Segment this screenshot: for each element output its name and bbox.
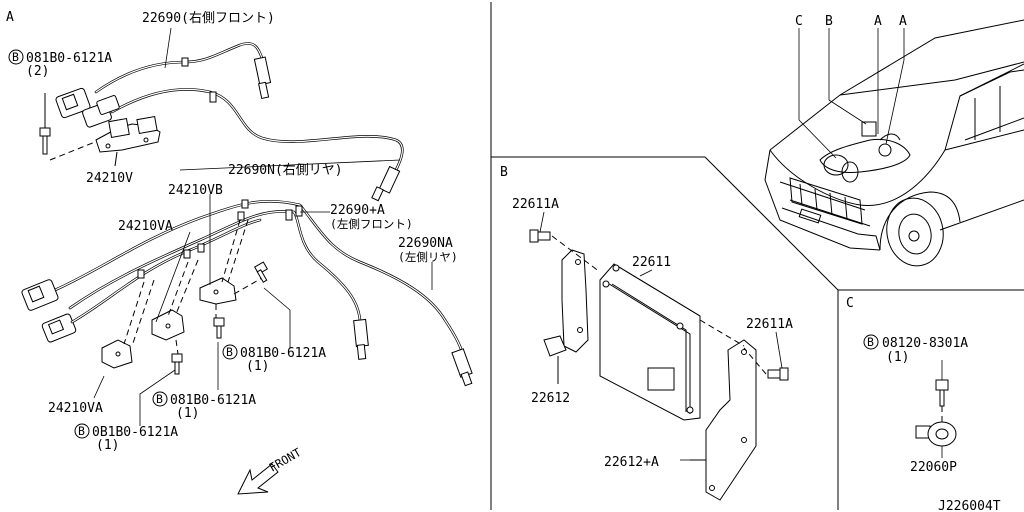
bolt-symbol-1-letter: B — [12, 50, 19, 64]
section-c-labels: B 08120-8301A (1) 22060P — [863, 334, 968, 475]
label-22612a: 22612+A — [604, 455, 659, 470]
section-a-labels: 22690(右側フロント) B 081B0-6121A (2) 24210V 2… — [8, 11, 458, 475]
harness-22690a-left-front — [68, 210, 369, 360]
label-22690n: 22690N(右側リヤ) — [228, 163, 343, 178]
label-bolt3-number: 081B0-6121A — [170, 393, 256, 408]
label-22611a-right: 22611A — [746, 317, 793, 332]
label-front: FRONT — [267, 445, 304, 474]
section-b-label: B — [500, 165, 508, 180]
bracket-24210v — [95, 115, 161, 167]
vehicle-label-a2: A — [899, 14, 907, 29]
leader-lines-a — [93, 27, 433, 426]
label-24210va-top: 24210VA — [118, 219, 173, 234]
bolt-a1 — [39, 93, 96, 161]
bolt-symbol-2-letter: B — [226, 345, 233, 359]
bolt-c — [935, 360, 949, 424]
vehicle-labels: C B A A — [795, 14, 907, 29]
label-22690a-sub: (左側フロント) — [330, 217, 413, 231]
diagram-code: J226004T — [938, 499, 1001, 512]
section-b-drawing — [529, 211, 789, 501]
knock-sensor-22060p — [915, 421, 957, 458]
bracket-22612 — [543, 249, 589, 384]
bolt-symbol-c-icon — [863, 334, 879, 350]
front-arrow-icon — [237, 463, 279, 495]
section-a-label: A — [6, 10, 14, 25]
label-bolt4-qty: (1) — [96, 438, 119, 453]
label-22060p: 22060P — [910, 460, 957, 475]
fitting-lines-a — [123, 219, 263, 355]
label-24210vb: 24210VB — [168, 183, 223, 198]
ecm-unit-22611 — [599, 263, 701, 421]
bracket-22612a — [690, 339, 757, 501]
label-bolt2-qty: (1) — [246, 359, 269, 374]
harness-22690na-left-rear — [53, 199, 473, 387]
label-bolt-c-qty: (1) — [886, 350, 909, 365]
label-22611: 22611 — [632, 255, 671, 270]
harness-22690n-right-rear — [110, 88, 404, 202]
label-24210v: 24210V — [86, 171, 133, 186]
bracket-24210va-upper — [151, 309, 185, 341]
vehicle-label-c: C — [795, 14, 803, 29]
section-c-drawing — [915, 360, 957, 458]
section-a-drawing — [21, 27, 473, 495]
bolt-symbol-3-letter: B — [156, 392, 163, 406]
vehicle-label-a1: A — [874, 14, 882, 29]
label-22611a-top: 22611A — [512, 197, 559, 212]
harness-22690-right-front — [94, 42, 272, 100]
section-b-labels: 22611A 22611 22611A 22612 22612+A — [512, 197, 793, 470]
bolt-symbol-4-letter: B — [78, 424, 85, 438]
bolt-symbol-c-letter: B — [867, 335, 874, 349]
bolt-symbol-4-icon — [74, 423, 90, 439]
label-bolt4-number: 0B1B0-6121A — [92, 425, 178, 440]
bolts-a — [171, 261, 269, 375]
bolt-symbol-3-icon — [152, 391, 168, 407]
label-bolt2-number: 081B0-6121A — [240, 346, 326, 361]
panel-dividers — [490, 2, 1024, 510]
bolt-symbol-1-icon — [8, 49, 24, 65]
label-22690na-sub: (左側リヤ) — [398, 250, 458, 264]
vehicle-label-b: B — [825, 14, 833, 29]
label-bolt1-qty: (2) — [26, 64, 49, 79]
label-bolt3-qty: (1) — [176, 406, 199, 421]
label-22612: 22612 — [531, 391, 570, 406]
label-22690a: 22690+A — [330, 203, 385, 218]
label-bolt1-number: 081B0-6121A — [26, 51, 112, 66]
connector-cluster-a1 — [55, 87, 120, 128]
label-bolt-c-number: 08120-8301A — [882, 336, 968, 351]
label-24210va-bottom: 24210VA — [48, 401, 103, 416]
harness-clips-a — [137, 199, 303, 279]
bracket-24210va-lower — [101, 339, 133, 369]
bolts-b — [529, 229, 789, 381]
section-c-label: C — [846, 296, 854, 311]
leader-lines-b — [539, 211, 783, 461]
bolt-symbol-2-icon — [222, 344, 238, 360]
vehicle-overview — [764, 19, 1024, 267]
bracket-24210vb — [199, 277, 237, 305]
label-22690na: 22690NA — [398, 236, 453, 251]
label-22690: 22690(右側フロント) — [142, 11, 275, 26]
